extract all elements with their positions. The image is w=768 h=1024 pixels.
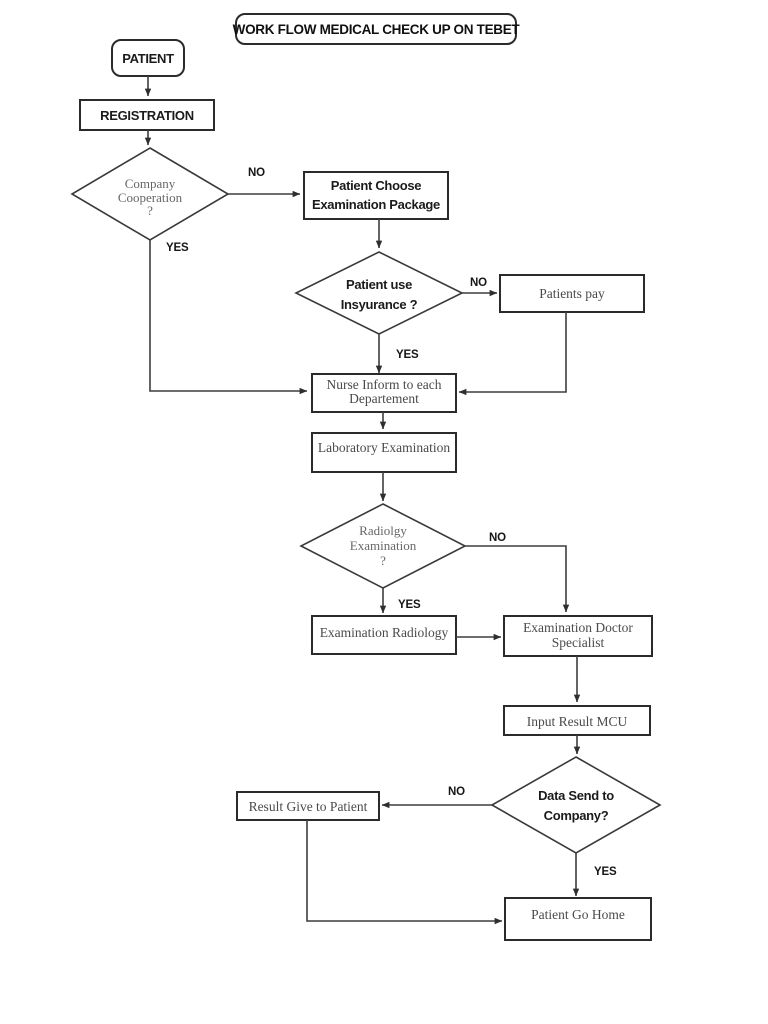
node-registration[interactable]: REGISTRATION [79, 99, 215, 131]
patient-insurance-line1: Patient use [346, 277, 412, 292]
patient-choose-box-shape [303, 171, 449, 220]
result-give-patient-box-shape [236, 791, 380, 821]
node-laboratory-examination[interactable]: Laboratory Examination [311, 432, 457, 473]
company-cooperation-line2: Cooperation [118, 190, 183, 205]
radiology-decision-line3: ? [380, 553, 386, 568]
edge-cooperation-yes [149, 240, 308, 395]
edge-result-to-go-home [306, 820, 503, 925]
patient-choose-line2: Examination Package [312, 197, 440, 212]
patient-label: PATIENT [122, 51, 174, 66]
node-examination-radiology[interactable]: Examination Radiology [311, 615, 457, 655]
data-send-company-line2: Company? [544, 808, 609, 823]
patient-insurance-line2: Insyurance ? [341, 297, 418, 312]
registration-box-shape [79, 99, 215, 131]
edge-label-datasend-no: NO [448, 786, 465, 798]
node-result-give-patient[interactable]: Result Give to Patient [236, 791, 380, 821]
nurse-inform-line2: Departement [349, 391, 419, 406]
registration-label: REGISTRATION [100, 108, 194, 123]
node-examination-doctor[interactable]: Examination Doctor Specialist [503, 615, 653, 657]
radiology-decision-line2: Examination [350, 538, 417, 553]
node-input-result[interactable]: Input Result MCU [503, 705, 651, 736]
title-box-shape [235, 13, 517, 45]
patients-pay-box-shape [499, 274, 645, 313]
input-result-box-shape [503, 705, 651, 736]
node-radiology-decision[interactable]: Radiolgy Examination ? [299, 503, 467, 589]
node-nurse-inform[interactable]: Nurse Inform to each Departement [311, 373, 457, 413]
examination-doctor-box-shape [503, 615, 653, 657]
edge-label-insurance-no: NO [470, 277, 487, 289]
node-company-cooperation[interactable]: Company Cooperation ? [70, 147, 230, 241]
data-send-company-shape [490, 756, 662, 854]
nurse-inform-box-shape [311, 373, 457, 413]
node-patients-pay[interactable]: Patients pay [499, 274, 645, 313]
laboratory-examination-box-shape [311, 432, 457, 473]
radiology-decision-line1: Radiolgy [359, 523, 407, 538]
examination-radiology-box-shape [311, 615, 457, 655]
node-patient-choose[interactable]: Patient Choose Examination Package [303, 171, 449, 220]
patient-go-home-box-shape [504, 897, 652, 941]
examination-doctor-line1: Examination Doctor [523, 620, 633, 635]
examination-doctor-line2: Specialist [552, 635, 605, 650]
node-patient-insurance[interactable]: Patient use Insyurance ? [294, 251, 464, 335]
edge-label-radiology-no: NO [489, 532, 506, 544]
patient-go-home-label: Patient Go Home [531, 907, 625, 922]
edge-radiology-no [465, 545, 570, 613]
patient-choose-line1: Patient Choose [331, 178, 421, 193]
result-give-patient-label: Result Give to Patient [249, 799, 368, 814]
diagram-title-box: WORK FLOW MEDICAL CHECK UP ON TEBET [233, 13, 521, 45]
edge-label-datasend-yes: YES [594, 866, 617, 878]
data-send-company-line1: Data Send to [538, 788, 614, 803]
nurse-inform-line1: Nurse Inform to each [326, 377, 441, 392]
diagram-title-text: WORK FLOW MEDICAL CHECK UP ON TEBET [233, 22, 521, 37]
examination-radiology-label: Examination Radiology [320, 625, 449, 640]
patients-pay-label: Patients pay [539, 286, 605, 301]
edge-patients-pay-to-nurse [458, 312, 567, 396]
edge-label-cooperation-no: NO [248, 167, 265, 179]
edge-label-insurance-yes: YES [396, 349, 419, 361]
node-patient-go-home[interactable]: Patient Go Home [504, 897, 652, 941]
company-cooperation-line3: ? [147, 203, 153, 218]
edge-label-cooperation-yes: YES [166, 242, 189, 254]
laboratory-examination-label: Laboratory Examination [318, 440, 451, 455]
input-result-label: Input Result MCU [527, 714, 628, 729]
node-data-send-company[interactable]: Data Send to Company? [490, 756, 662, 854]
edge-label-radiology-yes: YES [398, 599, 421, 611]
company-cooperation-line1: Company [125, 176, 176, 191]
patient-insurance-shape [294, 251, 464, 335]
node-patient[interactable]: PATIENT [111, 39, 185, 77]
